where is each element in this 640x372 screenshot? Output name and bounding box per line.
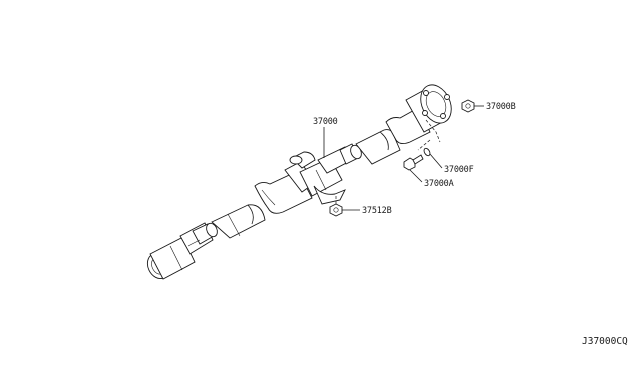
leader-37000a bbox=[409, 169, 423, 183]
alignment-dash-2 bbox=[417, 139, 431, 151]
front-shaft-section bbox=[211, 204, 266, 239]
label-37512b: 37512B bbox=[362, 206, 392, 216]
label-37000: 37000 bbox=[313, 117, 338, 127]
center-bearing bbox=[284, 143, 362, 205]
leader-37000f bbox=[429, 153, 443, 169]
nut-37000b bbox=[461, 99, 475, 113]
label-37000f: 37000F bbox=[444, 165, 474, 175]
label-37000b: 37000B bbox=[486, 102, 516, 112]
alignment-dash-1 bbox=[425, 119, 441, 143]
rear-flange bbox=[405, 84, 452, 133]
nut-37512b bbox=[329, 203, 343, 217]
label-37000a: 37000A bbox=[424, 179, 454, 189]
washer-37000f bbox=[423, 147, 431, 157]
bolt-37000a bbox=[403, 154, 424, 171]
diagram-code: J37000CQ bbox=[582, 336, 628, 347]
front-yoke bbox=[146, 222, 218, 280]
